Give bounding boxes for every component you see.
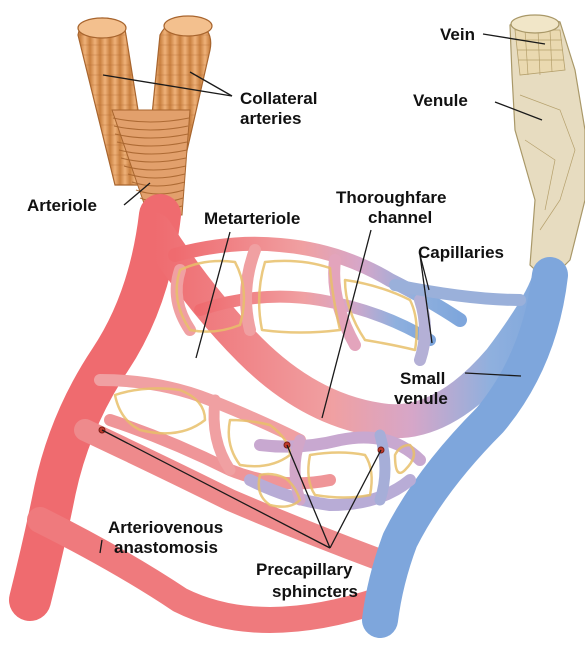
vein-venule xyxy=(510,15,585,282)
collateral-arteries xyxy=(78,16,212,215)
label-vein: Vein xyxy=(440,25,475,44)
label-small-venule: Small venule xyxy=(394,369,450,408)
label-precapillary-sphincters: Precapillary sphincters xyxy=(256,560,358,601)
label-arteriole: Arteriole xyxy=(27,196,97,215)
label-collateral-arteries: Collateral arteries xyxy=(240,89,322,128)
label-metarteriole: Metarteriole xyxy=(204,209,300,228)
label-capillaries: Capillaries xyxy=(418,243,504,262)
label-thoroughfare-channel: Thoroughfare channel xyxy=(336,188,451,227)
label-venule: Venule xyxy=(413,91,468,110)
label-arteriovenous-anastomosis: Arteriovenous anastomosis xyxy=(108,518,228,557)
